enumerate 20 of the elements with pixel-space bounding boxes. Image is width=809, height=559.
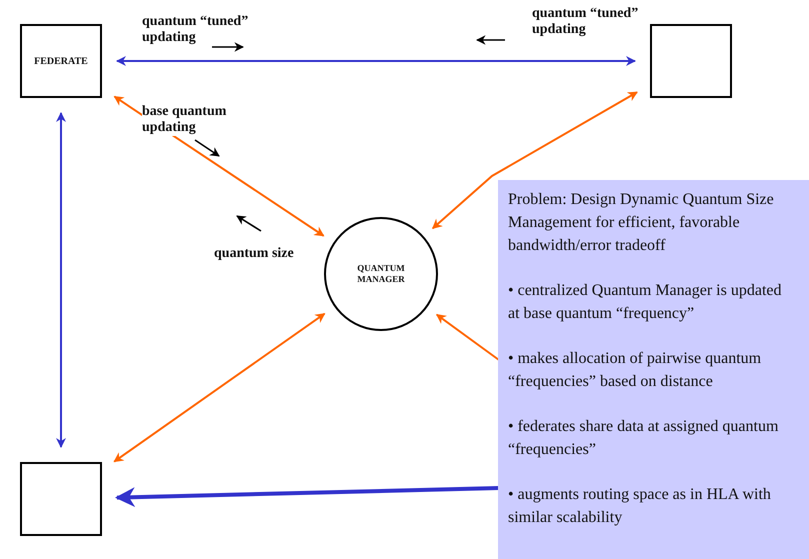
- note-paragraph: • augments routing space as in HLA with similar scalability: [508, 485, 772, 528]
- double-arrow: [113, 312, 326, 462]
- note-paragraph: Problem: Design Dynamic Quantum Size Management for efficient, favorable bandwidth/error tradeoff: [508, 190, 775, 256]
- note-paragraph: • federates share data at assigned quantum “frequencies”: [508, 417, 780, 460]
- annotation-label: quantum “tuned” updating: [532, 6, 640, 38]
- double-arrow: [436, 314, 500, 361]
- note-panel: [498, 180, 809, 559]
- double-arrow: [116, 56, 636, 66]
- note-paragraph: • makes allocation of pairwise quantum “frequencies” based on distance: [508, 349, 762, 392]
- double-arrow: [115, 486, 500, 508]
- box: [20, 24, 102, 98]
- double-arrow: [432, 91, 638, 230]
- box: [650, 24, 732, 98]
- box: [20, 462, 102, 536]
- node-label: FEDERATE: [34, 56, 88, 66]
- annotation-label: quantum size: [214, 246, 294, 262]
- node-label: QUANTUM MANAGER: [356, 263, 406, 285]
- annotation-label: quantum “tuned” updating: [142, 14, 250, 46]
- double-arrow: [56, 112, 66, 448]
- note-paragraph: • centralized Quantum Manager is updated at base quantum “frequency”: [508, 281, 782, 324]
